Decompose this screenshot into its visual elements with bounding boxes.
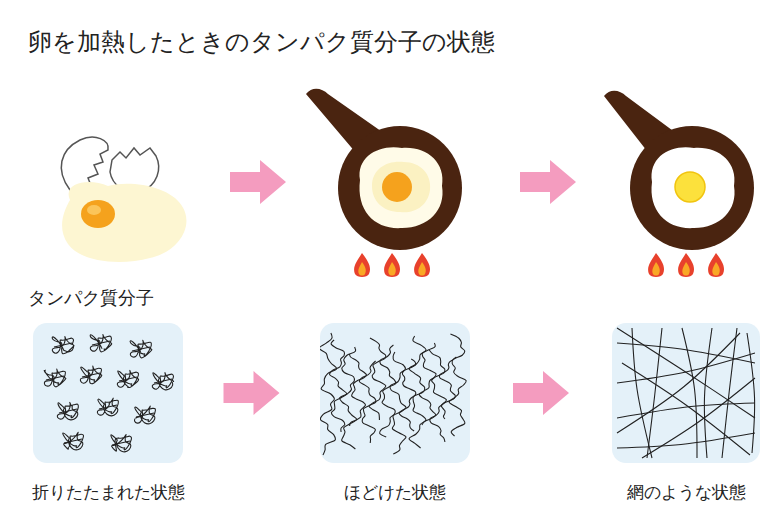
egg-yolk [675, 172, 705, 202]
molecule-box [612, 323, 760, 463]
state-label: ほどけた状態 [344, 481, 446, 504]
fire [648, 253, 724, 277]
molecule-box [33, 323, 183, 463]
protein-strands [320, 333, 466, 455]
egg-yolk [81, 200, 115, 228]
protein-strands [44, 335, 173, 452]
frying-pan [604, 91, 754, 250]
state-label: 折りたたまれた状態 [32, 481, 185, 504]
molecule-drawing [612, 323, 760, 463]
molecule-drawing [33, 323, 183, 463]
raw-egg [61, 137, 186, 262]
state-panel: ほどけた状態 [320, 323, 470, 512]
molecule-box [320, 323, 470, 463]
process-arrow [513, 371, 569, 415]
egg-shell [61, 137, 108, 190]
fire [354, 253, 430, 277]
diagram-title: 卵を加熱したときのタンパク質分子の状態 [28, 26, 495, 58]
process-arrow [520, 160, 576, 204]
process-arrow [224, 371, 280, 415]
state-panel: 折りたたまれた状態 [33, 323, 183, 512]
state-label: 網のような状態 [627, 481, 746, 504]
frying-pan [306, 89, 462, 250]
row-label: タンパク質分子 [28, 286, 154, 310]
state-panel: 網のような状態 [612, 323, 760, 512]
protein-strands [617, 328, 755, 458]
egg-yolk [382, 172, 412, 202]
egg-white [651, 147, 734, 228]
molecule-drawing [320, 323, 470, 463]
egg-white [359, 147, 442, 228]
egg-yolk-shine [87, 205, 101, 215]
process-arrow [230, 160, 286, 204]
egg-white [62, 182, 186, 262]
